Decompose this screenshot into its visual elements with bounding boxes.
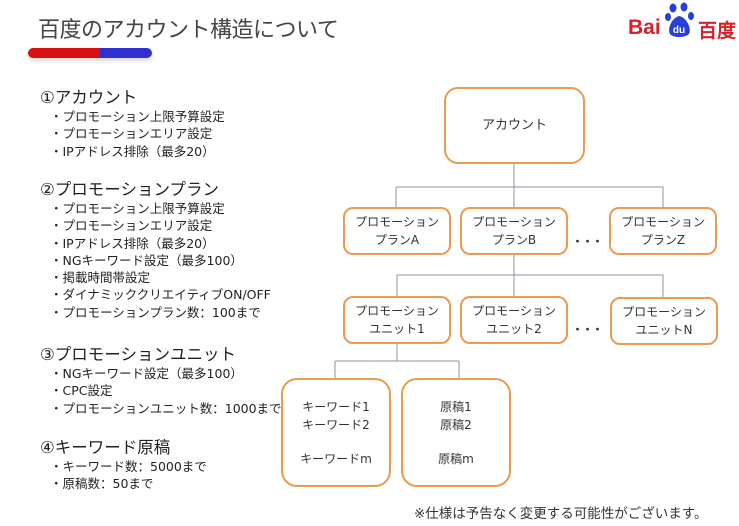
section-heading: ①アカウント [40,88,138,107]
logo-chinese: 百度 [698,20,737,42]
section-item: ・ダイナミッククリエイティブON/OFF [50,287,271,303]
section-heading: ④キーワード原稿 [40,438,171,457]
section-item: ・プロモーションプラン数：100まで [50,304,261,320]
units-ellipsis: ・・・ [572,323,603,336]
ad-1: 原稿1 [440,399,472,414]
page-title: 百度のアカウント構造について [38,18,339,43]
ad-m: 原稿m [438,451,474,466]
connector-unit-items [334,343,460,378]
unit-box-n: プロモーションユニットN [610,297,718,345]
section-heading: ②プロモーションプラン [40,180,219,199]
keyword-2: キーワード2 [302,417,370,432]
section-plan: ②プロモーションプラン ・プロモーション上限予算設定 ・プロモーションエリア設定… [40,180,271,321]
section-item: ・プロモーションエリア設定 [50,126,213,142]
section-item: ・CPC設定 [50,383,113,399]
keywords-box: キーワード1 キーワード2 キーワードm [281,378,391,487]
section-item: ・プロモーション上限予算設定 [50,201,225,216]
title-underline-bar [28,48,152,58]
section-item: ・キーワード数：5000まで [50,459,207,474]
ad-2: 原稿2 [440,417,472,432]
section-item: ・プロモーションエリア設定 [50,218,213,234]
section-item: ・プロモーション上限予算設定 [50,109,225,124]
account-box: アカウント [444,87,585,164]
section-heading: ③プロモーションユニット [40,345,236,364]
unit-box-1: プロモーションユニット1 [343,296,451,344]
connector-account-plans [395,163,664,207]
keyword-m: キーワードm [300,451,372,466]
svg-text:du: du [673,25,685,36]
baidu-logo: Bai du 百度 [626,2,736,44]
plans-ellipsis: ・・・ [572,235,603,248]
paw-icon: du [665,2,694,37]
section-item: ・NGキーワード設定（最多100） [50,252,243,268]
section-item: ・IPアドレス排除（最多20） [50,143,215,159]
section-account: ①アカウント ・プロモーション上限予算設定 ・プロモーションエリア設定 ・IPア… [40,88,225,160]
section-item: ・掲載時間帯設定 [50,270,151,286]
section-keyword-ad: ④キーワード原稿 ・キーワード数：5000まで ・原稿数：50まで [40,438,207,493]
section-item: ・原稿数：50まで [50,476,154,492]
logo-latin: Bai [628,16,661,39]
plan-box-a: プロモーションプランA [343,207,451,255]
section-item: ・IPアドレス排除（最多20） [50,235,215,251]
disclaimer-note: ※仕様は予告なく変更する可能性がございます。 [414,506,708,522]
plan-box-b: プロモーションプランB [460,207,568,255]
plan-box-z: プロモーションプランZ [609,207,717,255]
section-item: ・プロモーションユニット数：1000まで [50,400,282,416]
section-unit: ③プロモーションユニット ・NGキーワード設定（最多100） ・CPC設定 ・プ… [40,345,282,417]
keyword-1: キーワード1 [302,399,370,414]
connector-plan-units [396,254,664,297]
unit-box-2: プロモーションユニット2 [460,296,568,344]
ads-box: 原稿1 原稿2 原稿m [401,378,511,487]
section-item: ・NGキーワード設定（最多100） [50,366,243,381]
